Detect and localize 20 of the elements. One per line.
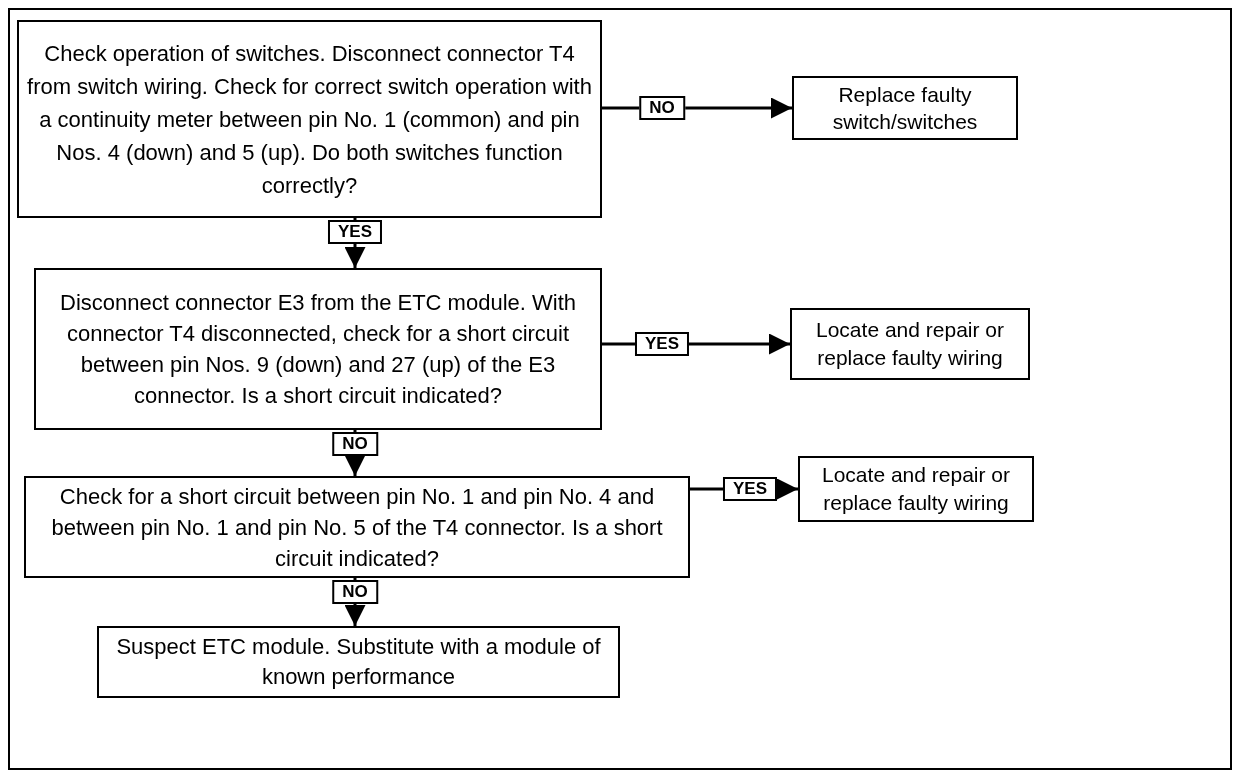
- box-text: Suspect ETC module. Substitute with a module of known performance: [115, 633, 602, 691]
- process-box: [790, 308, 1030, 380]
- box-text: Check operation of switches. Disconnect connector T4 from switch wiring. Check for correct switch operation with a continuity meter between pin No. 1 (common) and pin Nos. 4 (down) and 5 (up). Do both switches function correctly?: [27, 39, 592, 200]
- process-box: [24, 476, 690, 578]
- edge-label: NO: [639, 96, 685, 120]
- box-text: Replace faulty switch/switches: [831, 82, 979, 135]
- edge-label: NO: [332, 432, 378, 456]
- box-text: Check for a short circuit between pin No. 1 and pin No. 4 and between pin No. 1 and pin No. 5 of the T4 connector. Is a short circuit indicated?: [50, 482, 664, 573]
- box-text: Disconnect connector E3 from the ETC module. With connector T4 disconnected, check for a short circuit between pin Nos. 9 (down) and 27 (up) of the E3 connector. Is a short circuit indicated?: [59, 289, 577, 410]
- process-box: [34, 268, 602, 430]
- process-box: [97, 626, 620, 698]
- edge-label: YES: [635, 332, 689, 356]
- edge-label: YES: [328, 220, 382, 244]
- box-text: Locate and repair or replace faulty wiring: [821, 462, 1011, 516]
- process-box: [17, 20, 602, 218]
- edge-label: NO: [332, 580, 378, 604]
- edge-label: YES: [723, 477, 777, 501]
- process-box: [792, 76, 1018, 140]
- process-box: [798, 456, 1034, 522]
- box-text: Locate and repair or replace faulty wiring: [815, 317, 1005, 371]
